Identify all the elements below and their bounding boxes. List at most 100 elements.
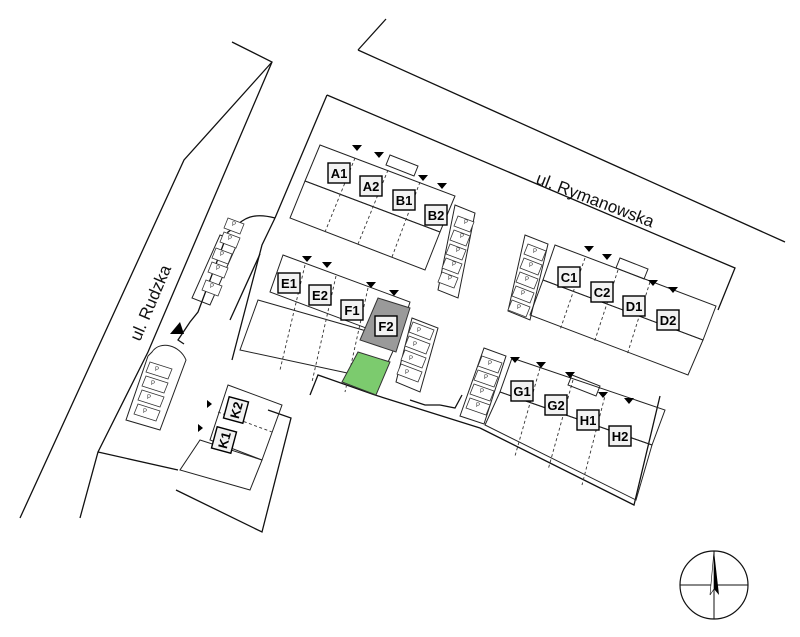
unit-label-e1[interactable]: E1 xyxy=(277,272,301,294)
parking-space-label: P xyxy=(480,389,484,395)
road-rudzka xyxy=(19,41,273,519)
entry-marker-icon xyxy=(170,322,184,334)
parking-space-label: P xyxy=(232,222,236,228)
unit-label-f1[interactable]: F1 xyxy=(340,299,364,321)
unit-label-e2[interactable]: E2 xyxy=(308,284,332,306)
unit-label-text: A1 xyxy=(331,166,348,181)
unit-label-a1[interactable]: A1 xyxy=(327,162,351,184)
unit-label-c1[interactable]: C1 xyxy=(557,266,581,288)
unit-label-text: H2 xyxy=(612,429,629,444)
unit-label-h2[interactable]: H2 xyxy=(608,425,632,447)
parking-space-label: P xyxy=(155,367,159,373)
unit-label-box xyxy=(544,394,568,416)
unit-label-a2[interactable]: A2 xyxy=(359,175,383,197)
building-k xyxy=(179,384,283,491)
unit-label-box xyxy=(222,395,250,425)
parking-space-label: P xyxy=(484,375,488,381)
parking-space-label: P xyxy=(460,234,464,240)
garden-highlight[interactable] xyxy=(341,351,391,396)
unit-label-text: D1 xyxy=(626,299,643,314)
unit-label-text: G1 xyxy=(513,384,530,399)
parking-strip-6 xyxy=(191,217,245,306)
unit-label-text: A2 xyxy=(363,179,380,194)
parking-space-label: P xyxy=(409,356,413,362)
unit-label-box xyxy=(510,380,534,402)
unit-label-box xyxy=(576,409,600,431)
unit-label-text: F1 xyxy=(344,303,359,318)
unit-label-box xyxy=(327,162,351,184)
compass-icon xyxy=(679,550,749,620)
parking-space-label: P xyxy=(464,220,468,226)
parking-strip-5 xyxy=(125,344,187,431)
parking-strip-1 xyxy=(437,204,476,299)
parking-strip-2 xyxy=(507,234,549,321)
unit-label-k2[interactable]: K2 xyxy=(222,395,250,425)
unit-label-text: E1 xyxy=(281,276,297,291)
unit-label-text: G2 xyxy=(547,398,564,413)
unit-label-k1[interactable]: K1 xyxy=(210,425,238,455)
parking-space-label: P xyxy=(220,252,224,258)
unit-label-box xyxy=(590,281,614,303)
street-label-rymanowska: ul. Rymanowska xyxy=(534,169,658,232)
unit-label-box xyxy=(308,284,332,306)
unit-label-box xyxy=(392,189,416,211)
parking-space-label: P xyxy=(413,342,417,348)
parking-space-label: P xyxy=(405,370,409,376)
unit-label-c2[interactable]: C2 xyxy=(590,281,614,303)
unit-label-b1[interactable]: B1 xyxy=(392,189,416,211)
unit-label-g1[interactable]: G1 xyxy=(510,380,534,402)
unit-label-box xyxy=(210,425,238,455)
unit-label-h1[interactable]: H1 xyxy=(576,409,600,431)
site-boundary xyxy=(97,94,736,533)
unit-label-box xyxy=(359,175,383,197)
parking-space-label: P xyxy=(216,266,220,272)
unit-label-box xyxy=(340,299,364,321)
unit-label-text: C1 xyxy=(561,270,578,285)
road-rymanowska xyxy=(357,18,786,243)
unit-label-b2[interactable]: B2 xyxy=(424,204,448,226)
parking-space-label: P xyxy=(521,291,525,297)
unit-label-text: D2 xyxy=(660,313,677,328)
parking-space-label: P xyxy=(488,361,492,367)
unit-label-f2[interactable]: F2 xyxy=(374,315,398,337)
unit-label-text: B1 xyxy=(396,193,413,208)
building-ab xyxy=(289,144,456,271)
parking-space-label: P xyxy=(517,305,521,311)
parking-space-label: P xyxy=(476,403,480,409)
unit-label-text: K1 xyxy=(215,430,234,450)
parking-space-label: P xyxy=(448,276,452,282)
unit-label-box xyxy=(608,425,632,447)
unit-label-text: E2 xyxy=(312,288,328,303)
parking-space-label: P xyxy=(417,328,421,334)
unit-label-text: B2 xyxy=(428,208,445,223)
unit-label-d2[interactable]: D2 xyxy=(656,309,680,331)
unit-label-box xyxy=(656,309,680,331)
parking-strip-3 xyxy=(395,317,439,393)
unit-label-box xyxy=(277,272,301,294)
parking-strip-4 xyxy=(459,347,507,425)
parking-space-label: P xyxy=(456,248,460,254)
parking-space-label: P xyxy=(147,395,151,401)
parking-space-label: P xyxy=(533,249,537,255)
parking-space-label: P xyxy=(151,381,155,387)
unit-label-box xyxy=(557,266,581,288)
unit-label-box xyxy=(424,204,448,226)
unit-label-box xyxy=(374,315,398,337)
unit-label-box xyxy=(622,295,646,317)
unit-label-text: F2 xyxy=(378,319,393,334)
parking-space-label: P xyxy=(228,236,232,242)
parking-space-label: P xyxy=(529,263,533,269)
unit-label-text: H1 xyxy=(580,413,597,428)
parking-space-label: P xyxy=(452,262,456,268)
unit-label-text: K2 xyxy=(227,400,246,420)
unit-label-d1[interactable]: D1 xyxy=(622,295,646,317)
unit-label-g2[interactable]: G2 xyxy=(544,394,568,416)
unit-label-text: C2 xyxy=(594,285,611,300)
building-gh xyxy=(484,357,666,501)
street-label-rudzka: ul. Rudzka xyxy=(126,262,175,344)
parking-space-label: P xyxy=(210,284,214,290)
parking-space-label: P xyxy=(143,409,147,415)
